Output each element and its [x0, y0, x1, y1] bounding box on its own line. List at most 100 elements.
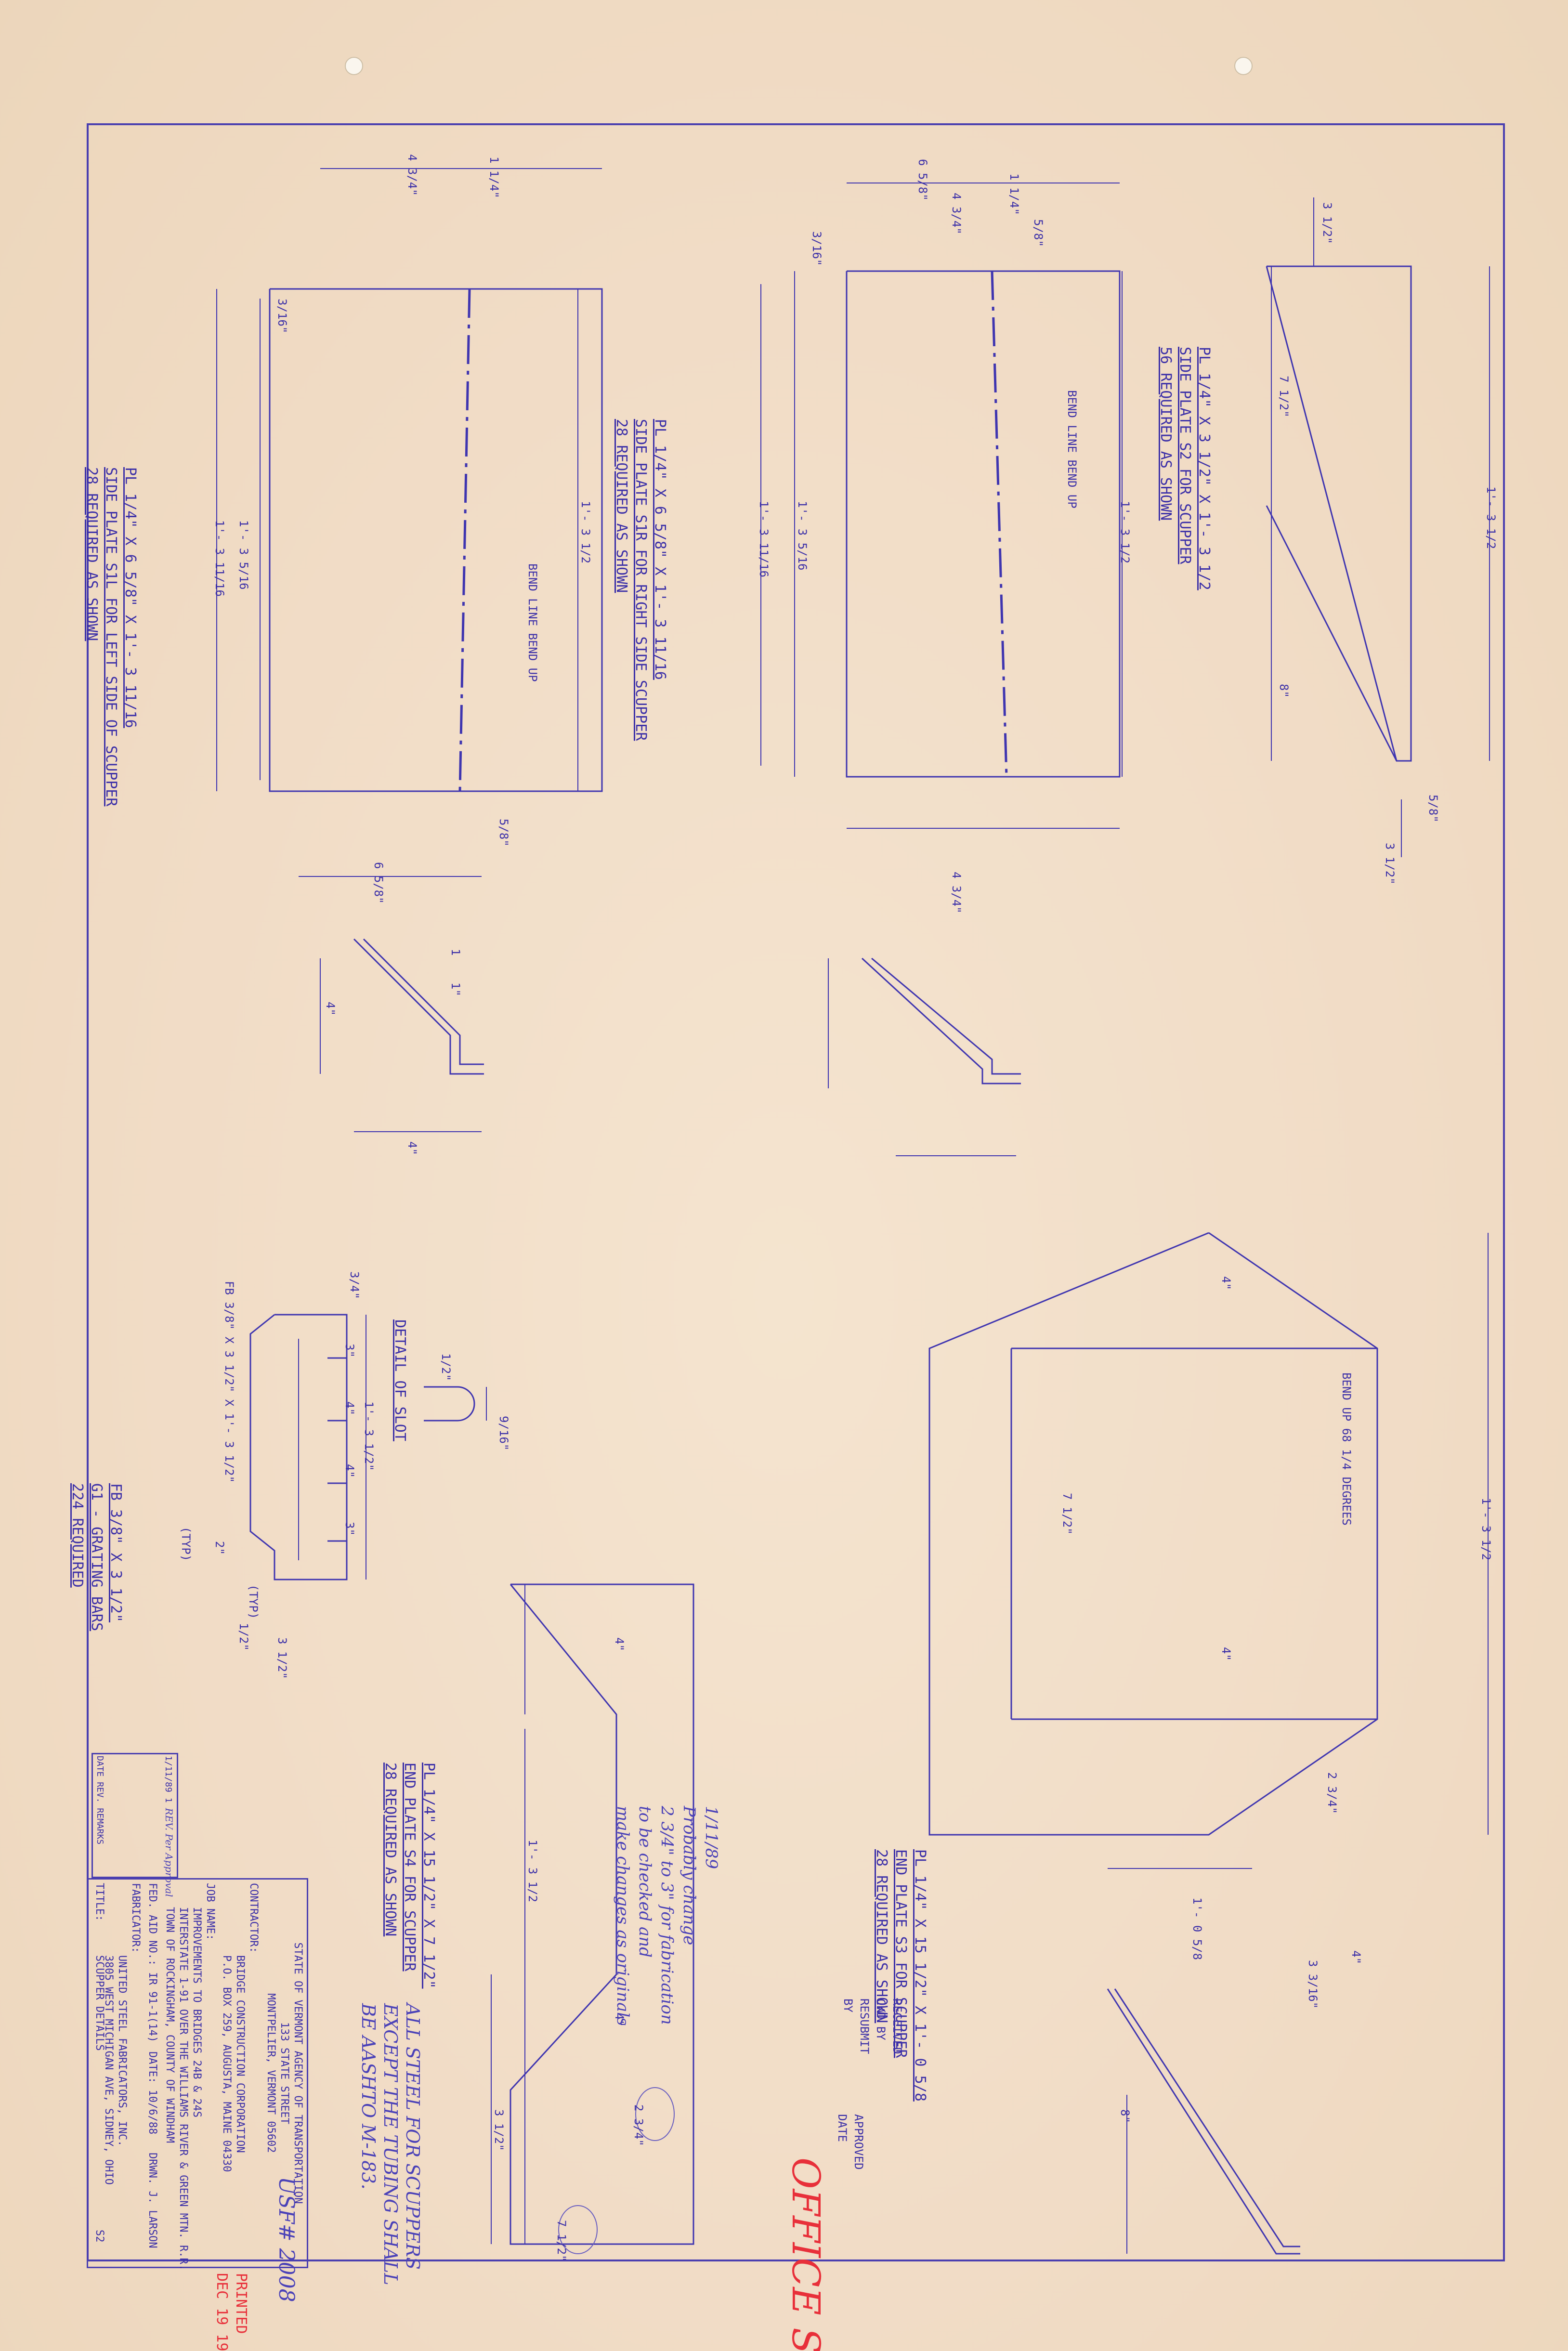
drawing-border	[87, 123, 1505, 2261]
revision-headers: DATE REV. REMARKS	[93, 1756, 106, 1844]
bend-angle-label: BEND UP 68 1/4 DEGREES	[1340, 1372, 1353, 1526]
dim-label: 6 5/8"	[916, 159, 929, 201]
office-set-stamp: OFFICE SET	[784, 2157, 828, 2351]
stamp-line: CKD BY	[874, 1998, 888, 2040]
steel-note: ALL STEEL FOR SCUPPERS EXCEPT THE TUBING…	[357, 2003, 424, 2285]
received-stamp: RECEIVED CKD BY RESUBMIT BY	[840, 1998, 905, 2054]
title-line: 56 REQUIRED AS SHOWN	[1157, 347, 1174, 521]
dim-label: 4"	[343, 1464, 356, 1478]
stamp-line: APPROVED	[852, 2114, 865, 2170]
dim-label: 4"	[1219, 1647, 1233, 1661]
dim-label: 1 1/4"	[487, 157, 501, 198]
dim-label: 2 3/4"	[632, 2104, 645, 2146]
job-name-label: JOB NAME:	[204, 1883, 216, 1941]
dim-label: (TYP)	[247, 1584, 260, 1620]
g1-title: FB 3/8" X 3 1/2" G1 - GRATING BARS 224 R…	[67, 1483, 125, 1631]
contractor-line: BRIDGE CONSTRUCTION CORPORATION	[234, 1955, 246, 2153]
fed-aid: FED. AID NO.: IR 91-1(14)	[146, 1883, 158, 2043]
drawn-by: DRWN. J. LARSON	[146, 2153, 158, 2248]
slot-detail-outline	[424, 1386, 487, 1422]
stamp-line: RESUBMIT	[858, 1998, 871, 2054]
handwritten-note: 1/11/89 Probably change 2 3/4" to 3" for…	[612, 1806, 722, 2026]
s1r-plate-outline	[760, 183, 1123, 829]
title-line: PL 1/4" X 15 1/2" X 1'- 0 5/8	[912, 1849, 928, 2102]
dim-label: 6 5/8"	[372, 862, 385, 904]
bend-detail-right	[828, 957, 1021, 1156]
agency-line: STATE OF VERMONT AGENCY OF TRANSPORTATIO…	[292, 1942, 304, 2204]
revision-marker: 1	[449, 949, 462, 956]
title-line: 28 REQUIRED AS SHOWN	[873, 1849, 890, 2024]
dim-label: 3 1/2"	[275, 1637, 289, 1679]
dim-label: 2 3/4"	[1325, 1772, 1339, 1814]
dim-label: 1'- 3 1/2	[1479, 1498, 1493, 1561]
dim-label: 8"	[1118, 2109, 1132, 2123]
dim-label: 3 1/2"	[492, 2109, 506, 2151]
note-line: EXCEPT THE TUBING SHALL	[380, 2003, 401, 2286]
dim-label: 3"	[343, 1522, 356, 1536]
s3-bend-profile	[1107, 1988, 1300, 2255]
title-line: PL 1/4" X 6 5/8" X 1'- 3 11/16	[122, 467, 139, 728]
dim-label: 4"	[405, 1141, 419, 1155]
dim-label: 7 1/2"	[1277, 376, 1291, 418]
dim-label: 5/8"	[1426, 795, 1440, 823]
stamp-line: PRINTED	[233, 2273, 249, 2334]
note-line: ALL STEEL FOR SCUPPERS	[402, 2003, 423, 2270]
dim-label: 4"	[324, 1002, 337, 1016]
drawing-title: SCUPPER DETAILS	[93, 1955, 105, 2051]
agency-block: STATE OF VERMONT AGENCY OF TRANSPORTATIO…	[264, 1883, 304, 2263]
title-line: SIDE PLATE S2 FOR SCUPPER	[1176, 347, 1193, 564]
stamp-line: DEC 19 1988	[213, 2273, 230, 2351]
note-line: Probably change	[679, 1806, 699, 1946]
revision-remarks: REV. Per Approval	[163, 1808, 175, 1897]
dim-label: 1'- 3 5/16	[796, 501, 809, 571]
dim-label: 8"	[1277, 684, 1291, 698]
title-line: 28 REQUIRED AS SHOWN	[613, 419, 630, 593]
dim-label: 3/4"	[348, 1271, 361, 1299]
s1r-title: PL 1/4" X 6 5/8" X 1'- 3 11/16 SIDE PLAT…	[612, 419, 669, 741]
agency-line: MONTPELIER, VERMONT 05602	[265, 1993, 277, 2153]
stamp-line: DATE	[836, 2114, 849, 2142]
title-line: SIDE PLATE S1L FOR LEFT SIDE OF SCUPPER	[103, 467, 119, 807]
s3-title: PL 1/4" X 15 1/2" X 1'- 0 5/8 END PLATE …	[872, 1849, 929, 2102]
dim-label: 3"	[343, 1344, 356, 1358]
dim-label: 1'- 3 1/2"	[362, 1401, 376, 1471]
dim-label: 3 1/2"	[1383, 843, 1397, 885]
fed-aid-row: FED. AID NO.: IR 91-1(14) DATE: 10/6/88 …	[145, 1883, 159, 2263]
dim-label: (TYP)	[179, 1527, 193, 1562]
approval-stamp: APPROVED DATE	[834, 2114, 867, 2170]
s4-plate-outline	[491, 1583, 694, 2245]
dim-label: 1 1/4"	[1007, 173, 1021, 215]
dim-label: 4"	[613, 1637, 626, 1651]
s2-title: PL 1/4" X 3 1/2" X 1'- 3 1/2 SIDE PLATE …	[1156, 347, 1214, 590]
note-line: BE AASHTO M-183.	[358, 2003, 379, 2190]
bend-line-label: BEND LINE BEND UP	[526, 563, 539, 682]
revision-block: 1/11/89 1 REV. Per Approval DATE REV. RE…	[91, 1753, 178, 1897]
s1l-plate-outline	[216, 168, 603, 877]
revision-header: REMARKS	[95, 1808, 105, 1845]
title-line: 224 REQUIRED	[69, 1483, 86, 1588]
fabricator-line: UNITED STEEL FABRICATORS, INC.	[116, 1955, 128, 2147]
s3-plate-outline	[928, 1232, 1489, 1869]
stamp-line: RECEIVED	[890, 1998, 904, 2054]
job-name-line: INTERSTATE 1-91 OVER THE WILLIAMS RIVER …	[177, 1907, 189, 2271]
flat-bar-label: FB 3/8" X 3 1/2" X 1'- 3 1/2"	[222, 1281, 236, 1483]
note-line: 1/11/89	[702, 1806, 721, 1869]
revision-header: REV.	[95, 1782, 105, 1803]
title-line: G1 - GRATING BARS	[88, 1483, 105, 1632]
title-line: END PLATE S3 FOR SCUPPER	[892, 1849, 909, 2058]
contractor-block: CONTRACTOR: BRIDGE CONSTRUCTION CORPORAT…	[220, 1883, 260, 2172]
dim-label: 1'- 3 1/2	[579, 501, 592, 564]
dim-label: 1'- 0 5/8	[1190, 1897, 1204, 1960]
dim-label: 1"	[449, 982, 462, 996]
dim-label: 3 3/16"	[1306, 1960, 1320, 2009]
dim-label: 3/16"	[275, 299, 289, 334]
fabricator-block: FABRICATOR: UNITED STEEL FABRICATORS, IN…	[102, 1883, 142, 2185]
revision-number: 1	[163, 1797, 173, 1803]
s1l-title: PL 1/4" X 6 5/8" X 1'- 3 11/16 SIDE PLAT…	[82, 467, 140, 806]
dim-label: 1'- 3 1/2	[526, 1840, 539, 1903]
dim-label: 1'- 3 11/16	[757, 501, 771, 577]
dim-label: 1/2"	[439, 1353, 453, 1381]
job-block: JOB NAME: IMPROVEMENTS TO BRIDGES 24B & …	[163, 1883, 217, 2271]
